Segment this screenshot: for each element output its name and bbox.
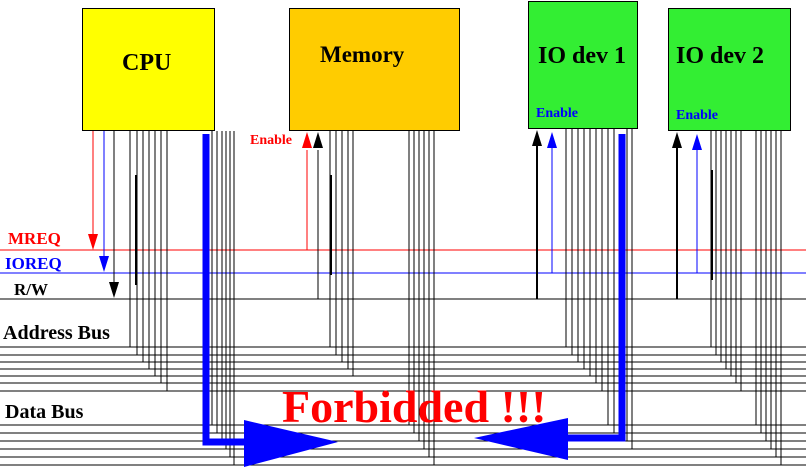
memory-box	[289, 8, 460, 131]
address-bus-label: Address Bus	[3, 322, 110, 345]
io-dev-2-enable-label: Enable	[676, 108, 719, 123]
io-dev-2-label: IO dev 2	[676, 43, 765, 69]
io-dev-1-enable-label: Enable	[536, 106, 579, 121]
cpu-data-flow-arrow	[202, 134, 246, 446]
address-bus-lines	[0, 346, 806, 392]
rw-label: R/W	[14, 280, 48, 299]
cpu-data-flow-arrowhead	[244, 420, 338, 467]
io-dev-1-box	[528, 1, 638, 129]
cpu-label: CPU	[122, 50, 172, 76]
io-data-flow-arrow	[566, 134, 626, 442]
mreq-label: MREQ	[8, 229, 61, 248]
data-bus-label: Data Bus	[5, 401, 84, 424]
io-dev-1-label: IO dev 1	[538, 43, 627, 69]
memory-label: Memory	[320, 42, 405, 67]
memory-enable-label: Enable	[250, 133, 293, 148]
io-data-flow-arrowhead	[474, 418, 568, 460]
data-bus-lines	[0, 424, 806, 466]
ioreq-label: IOREQ	[5, 254, 62, 273]
io-dev-2-box	[668, 8, 791, 131]
forbidden-annotation: Forbidded !!!	[282, 381, 547, 432]
cpu-box	[82, 8, 215, 131]
